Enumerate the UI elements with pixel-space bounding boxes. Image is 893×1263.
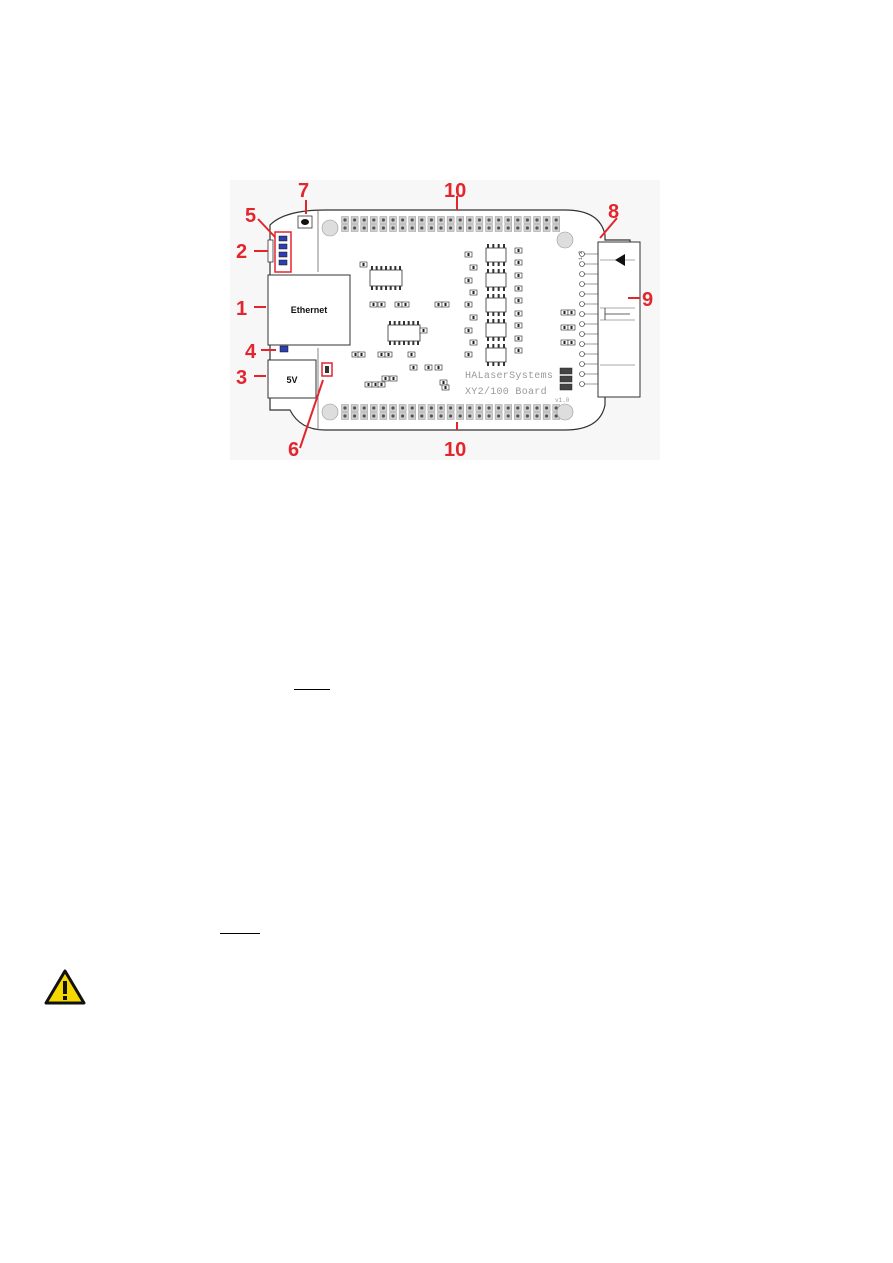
- callout-leaders: [254, 196, 640, 449]
- silkscreen-brand: HALaserSystems: [465, 371, 553, 382]
- ic-chips: [369, 244, 507, 366]
- connector-pads: [559, 251, 598, 391]
- top-pin-header: [341, 216, 560, 232]
- status-leds: [274, 231, 292, 273]
- ethernet-jack: [267, 274, 351, 346]
- warning-triangle-icon: [44, 969, 86, 1005]
- mounting-hole: [321, 403, 339, 421]
- callout-number: 4: [245, 341, 257, 363]
- callout-number: 5: [245, 205, 256, 227]
- callout-number: 1: [236, 298, 247, 320]
- underline-fragment: [294, 689, 330, 690]
- callout-number: 10: [444, 439, 466, 461]
- board-diagram: Ethernet 5V 1 2 HALaserSystems XY2/100 B…: [230, 180, 660, 460]
- power-jack: [267, 359, 317, 399]
- power-led: [279, 345, 289, 353]
- callout-number: 2: [236, 241, 247, 263]
- reset-button-cap: [301, 219, 309, 225]
- bottom-pin-header: [341, 404, 560, 420]
- ethernet-label: Ethernet: [291, 305, 328, 315]
- silkscreen-version: v1.0: [555, 397, 570, 404]
- power-label: 5V: [286, 375, 297, 385]
- callout-number: 7: [298, 180, 309, 202]
- pin1-arrow-icon: [615, 254, 625, 266]
- underline-fragment: [220, 933, 260, 934]
- mounting-hole: [556, 403, 574, 421]
- mounting-hole: [556, 231, 574, 249]
- smd-components: [351, 247, 576, 391]
- highlighted-component: [321, 362, 333, 377]
- highlighted-component-body: [325, 366, 329, 373]
- pin-label: 1 2: [578, 251, 584, 260]
- callout-number: 9: [642, 289, 653, 311]
- mounting-hole: [321, 219, 339, 237]
- callout-number: 10: [444, 180, 466, 202]
- callout-number: 6: [288, 439, 299, 461]
- callout-number: 3: [236, 367, 247, 389]
- ribbon-connector: [597, 241, 641, 398]
- callout-number: 8: [608, 201, 619, 223]
- silkscreen-model: XY2/100 Board: [465, 386, 547, 398]
